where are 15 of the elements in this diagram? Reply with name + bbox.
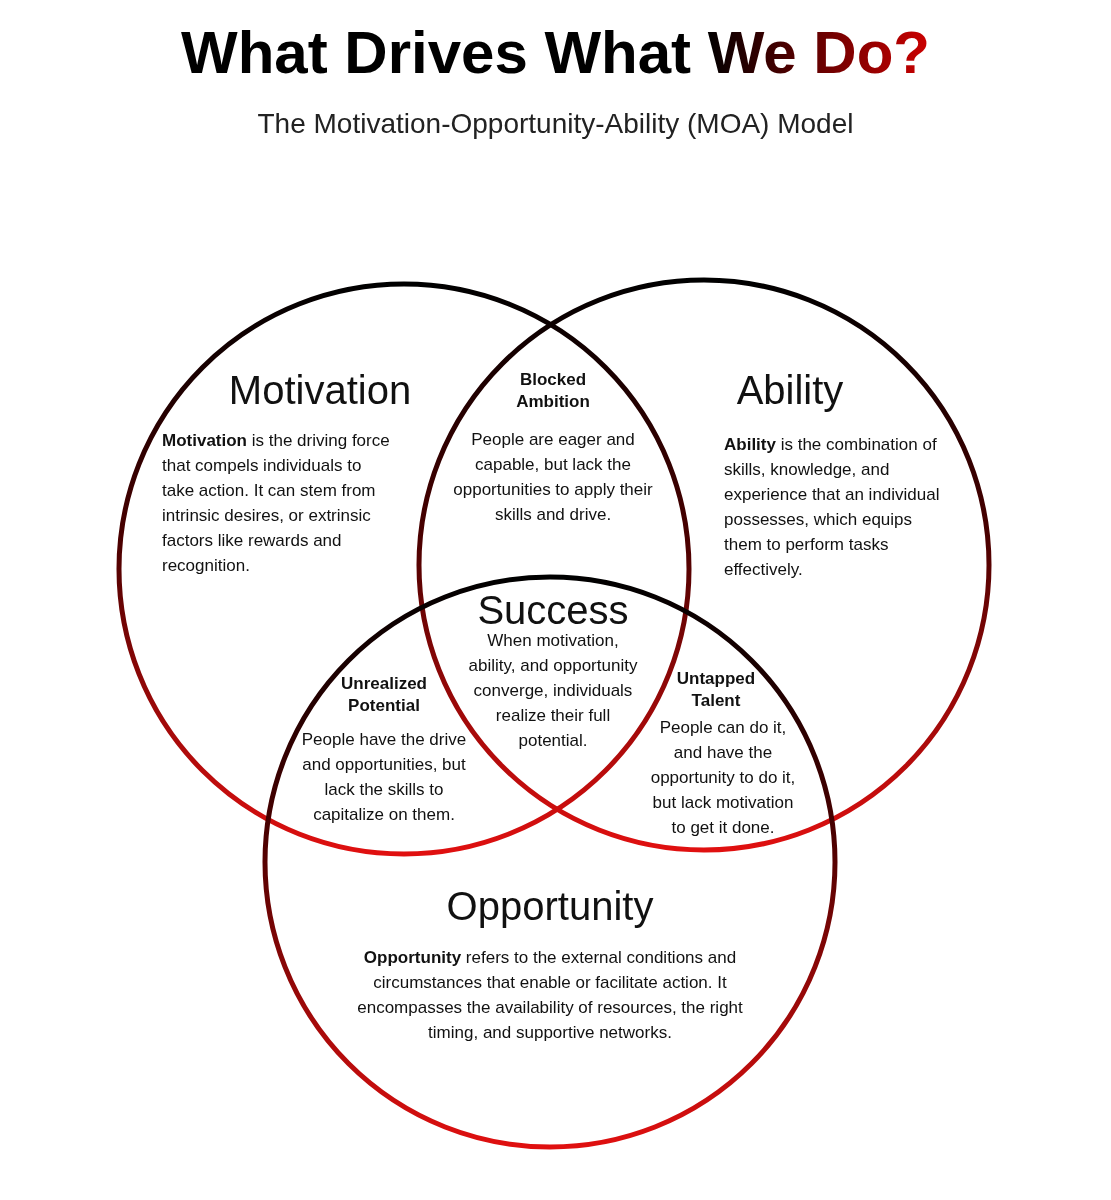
section-heading: Untapped Talent <box>675 668 757 712</box>
section-heading: Blocked Ambition <box>515 369 591 413</box>
description-text: People are eager and capable, but lack the opportunities to apply their skills and drive. <box>453 429 653 526</box>
subtitle: The Motivation-Opportunity-Ability (MOA) Model <box>256 108 855 140</box>
description-text: Motivation is the driving force that compels individuals to take action. It can stem from intrinsic desires, or extrinsic factors like rewards and recognition. <box>162 430 391 577</box>
section-heading: Ability <box>735 368 845 412</box>
section-heading: Success <box>476 588 630 632</box>
description-text: When motivation, ability, and opportunity converge, individuals realize their full potential. <box>468 630 638 752</box>
section-heading: Motivation <box>227 368 413 412</box>
description-text: People have the drive and opportunities, but lack the skills to capitalize on them. <box>300 729 468 826</box>
description-text: Ability is the combination of skills, knowledge, and experience that an individual possesses, which equips them to perform tasks effectively. <box>724 434 941 581</box>
section-heading: Opportunity <box>445 884 655 928</box>
description-text: People can do it, and have the opportunity to do it, but lack motivation to get it done. <box>649 717 797 839</box>
section-heading: Unrealized Potential <box>340 673 428 717</box>
description-text: Opportunity refers to the external conditions and circumstances that enable or facilitate action. It encompasses the availability of resources, the right timing, and supportive networks. <box>356 947 744 1044</box>
